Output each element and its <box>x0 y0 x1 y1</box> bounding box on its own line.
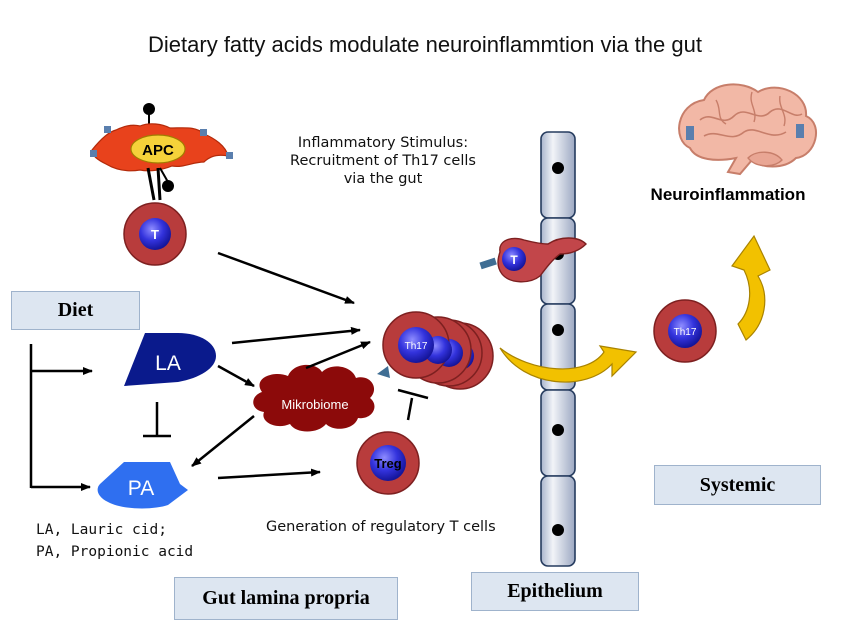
arrow-la-to-microbiome <box>217 364 255 388</box>
pa-label: PA <box>128 477 154 500</box>
inflammatory-stimulus-text: Inflammatory Stimulus: Recruitment of Th… <box>268 134 498 188</box>
generation-treg-text: Generation of regulatory T cells <box>266 519 496 535</box>
page-title: Dietary fatty acids modulate neuroinflam… <box>148 32 702 57</box>
stimulus-line: via the gut <box>343 171 423 187</box>
la-label: LA <box>155 352 181 375</box>
epithelium-box: Epithelium <box>471 572 639 611</box>
th17-cluster: Th17 <box>377 311 494 390</box>
yellow-up-arrow <box>731 234 771 341</box>
stimulus-line: Inflammatory Stimulus: <box>297 135 469 151</box>
th17-systemic-label: Th17 <box>674 327 697 338</box>
la-shape: LA <box>124 333 216 386</box>
yellow-bent-arrow <box>499 345 638 383</box>
arrow-pa-to-treg <box>217 468 321 480</box>
arrow-microbiome-to-pa <box>191 415 255 467</box>
neuroinflammation-label: Neuroinflammation <box>650 185 806 204</box>
apc-cell: APC <box>90 103 233 201</box>
abbreviation-legend: LA, Lauric cid; PA, Propionic acid <box>36 519 193 563</box>
migrating-t-label: T <box>510 253 518 267</box>
t-cell: T <box>123 202 187 266</box>
brain-icon <box>678 83 817 176</box>
stimulus-line: Recruitment of Th17 cells <box>290 153 476 169</box>
treg-cell: Treg <box>356 431 420 495</box>
diet-bracket <box>29 344 93 491</box>
inhibit-treg-th17 <box>397 388 429 421</box>
pa-shape: PA <box>97 462 188 509</box>
arrow-la-to-th17 <box>231 326 361 345</box>
microbiome-cloud: Mikrobiome <box>253 364 375 432</box>
apc-label: APC <box>142 142 174 159</box>
arrow-microbiome-to-th17 <box>305 340 371 370</box>
abbreviation-la: LA, Lauric cid; <box>36 522 167 538</box>
microbiome-label: Mikrobiome <box>281 397 348 412</box>
arrow-t-to-th17 <box>217 251 355 305</box>
gut-lamina-propria-box: Gut lamina propria <box>174 577 398 620</box>
inhibit-la-pa <box>143 402 171 438</box>
diet-box: Diet <box>11 291 140 330</box>
abbreviation-pa: PA, Propionic acid <box>36 544 194 560</box>
epithelium-column <box>540 131 576 567</box>
systemic-box: Systemic <box>654 465 821 505</box>
migrating-t-cell: T <box>479 237 587 283</box>
th17-systemic-cell: Th17 <box>653 299 717 363</box>
treg-label: Treg <box>374 456 402 471</box>
th17-cluster-label: Th17 <box>405 341 428 352</box>
t-cell-label: T <box>151 227 159 242</box>
